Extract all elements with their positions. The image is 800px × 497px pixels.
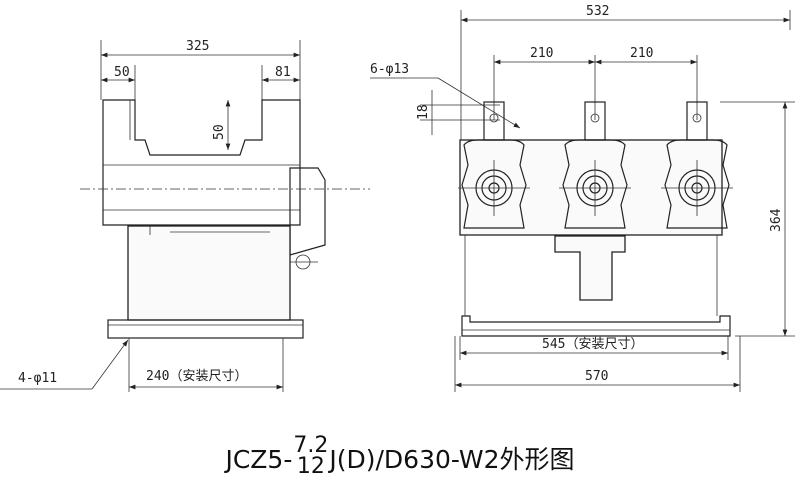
dim-325: 325: [186, 39, 209, 54]
dim-210-left: 210: [530, 46, 553, 61]
upper-frame: [102, 99, 301, 226]
right-base-plate: [461, 315, 731, 337]
pole-housing: [459, 139, 723, 236]
left-view: 325 50 81 50 240（安装尺寸） 4-φ11: [0, 39, 370, 392]
mount-hole-callout: 4-φ11: [18, 371, 57, 386]
dim-570: 570: [585, 369, 608, 384]
side-mechanism: [289, 167, 326, 256]
dim-18: 18: [416, 104, 431, 120]
dim-50-vertical: 50: [212, 124, 227, 140]
dim-532: 532: [586, 4, 609, 19]
drive-tab: [554, 235, 626, 301]
base-plate: [107, 319, 304, 339]
dim-210-right: 210: [630, 46, 653, 61]
voltage-bottom: 12: [296, 454, 325, 479]
pole-center: [559, 101, 631, 229]
pole-left: [458, 101, 530, 229]
outline-drawing: 325 50 81 50 240（安装尺寸） 4-φ11: [0, 4, 795, 392]
title-suffix: J(D)/D630-W2外形图: [329, 445, 575, 474]
pole-right: [661, 101, 733, 229]
voltage-top: 7.2: [293, 433, 329, 459]
right-view: 532 210 210 6-φ13 18: [370, 4, 795, 392]
dim-545-mounting: 545（安装尺寸）: [542, 337, 643, 352]
title-prefix: JCZ5-: [225, 445, 293, 474]
dim-50-left: 50: [114, 65, 130, 80]
terminal-hole-callout: 6-φ13: [370, 62, 409, 77]
lower-housing: [127, 225, 291, 321]
dim-240-mounting: 240（安装尺寸）: [146, 369, 247, 384]
dim-81: 81: [275, 65, 291, 80]
dim-364: 364: [769, 208, 784, 232]
